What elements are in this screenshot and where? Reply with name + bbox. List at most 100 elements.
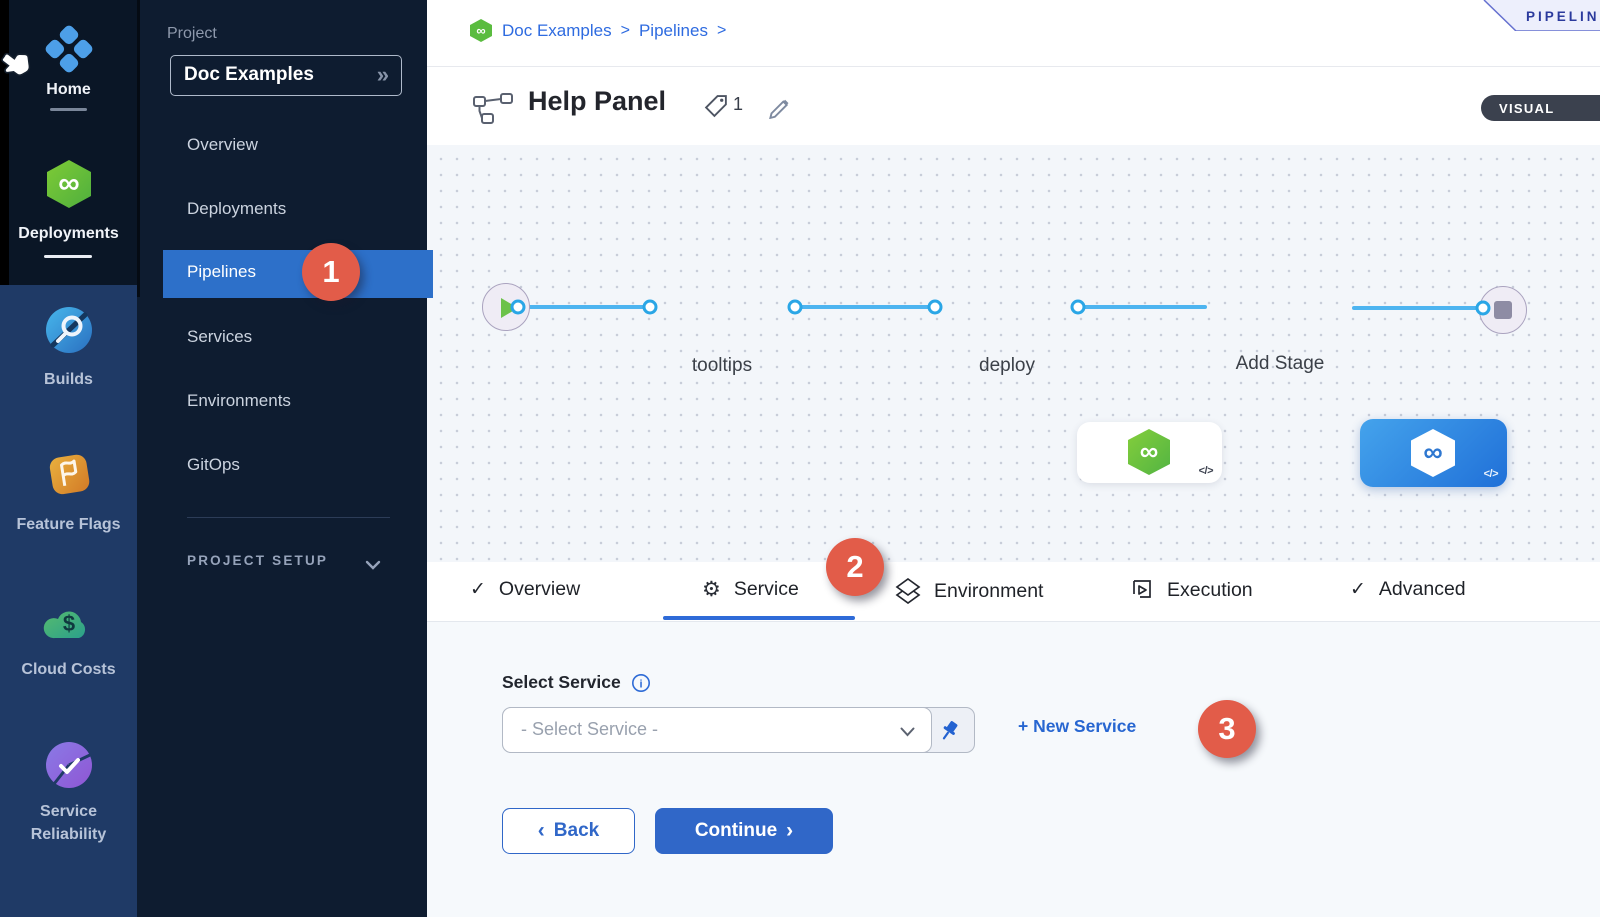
pipeline-studio-banner: PIPELIN [1460,0,1600,32]
tab-execution-label: Execution [1167,578,1253,601]
service-reliability-icon[interactable] [44,740,94,795]
breadcrumb: ∞ Doc Examples > Pipelines > [469,18,726,43]
code-badge: </> [1198,465,1214,477]
project-setup-toggle[interactable]: PROJECT SETUP [187,553,329,568]
active-module-section [0,0,137,285]
home-icon[interactable] [45,25,93,78]
window-edge [0,0,9,285]
sidebar-item-deployments-project[interactable]: Deployments [187,199,287,218]
sidebar-item-cloud-costs[interactable]: Cloud Costs [21,661,116,678]
sidebar-item-service-reliability[interactable]: Service Reliability [30,803,107,843]
edge-tooltips-deploy [795,305,935,309]
connector-dot[interactable] [1475,300,1491,316]
tab-overview[interactable]: ✓ Overview [470,578,580,601]
tab-overview-label: Overview [498,578,581,600]
sidebar-item-overview[interactable]: Overview [187,135,258,154]
breadcrumb-pipelines[interactable]: Pipelines [638,20,708,40]
pipeline-canvas[interactable]: ∞ </> tooltips ∞ </> deploy Add Stage [427,145,1600,562]
continue-button-label: Continue [694,820,778,841]
banner-label: PIPELIN [1526,9,1600,24]
back-button[interactable]: ‹ Back [502,808,635,854]
connector-dot[interactable] [642,299,658,315]
sidebar-item-pipelines-active[interactable]: Pipelines [163,250,433,298]
pin-icon[interactable] [934,716,964,746]
info-i-glyph: i [639,678,642,690]
builds-icon[interactable] [44,305,94,360]
edge-deploy-addstage [1078,305,1207,309]
gear-icon: ⚙ [702,577,721,601]
sidebar-section-divider [187,517,390,518]
chevron-left-icon: ‹ [537,819,545,842]
chevron-right-icon: › [786,819,794,842]
stage-node-deploy[interactable]: ∞ </> [1360,419,1507,487]
pipeline-flowchart-icon [472,93,514,130]
tab-service[interactable]: ⚙ Service [702,578,799,601]
sidebar-item-gitops[interactable]: GitOps [187,455,240,474]
tag-count: 1 [733,94,744,114]
sidebar-item-feature-flags[interactable]: Feature Flags [16,516,121,533]
connector-dot[interactable] [510,299,526,315]
stage-tab-bar: ✓ Overview ⚙ Service Environment [427,562,1600,622]
sidebar-item-pipelines-label: Pipelines [187,262,256,281]
edge-start-tooltips [518,305,650,309]
select-service-placeholder: - Select Service - [521,719,659,739]
deployments-underline [44,255,92,258]
tab-service-label: Service [733,578,799,600]
connector-dot[interactable] [927,299,943,315]
project-sidebar [137,0,427,917]
project-section-label: Project [167,25,217,42]
visual-toggle-label: VISUAL [1499,100,1555,116]
chevron-down-icon[interactable] [365,557,381,575]
sidebar-item-environments[interactable]: Environments [187,391,291,410]
select-service-label: Select Service [502,672,621,692]
back-button-label: Back [553,820,600,841]
infinity-glyph: ∞ [476,23,485,38]
deployments-icon[interactable]: ∞ [43,158,95,215]
expand-project-icon[interactable]: » [376,62,389,87]
stage-label-deploy: deploy [979,355,1035,376]
edge-addstage-end [1352,306,1483,310]
environment-layers-icon [895,578,921,604]
sidebar-item-deployments[interactable]: Deployments [18,225,119,242]
service-tab-panel: Select Service i - Select Service - [427,622,1600,917]
stage-label-tooltips: tooltips [691,355,753,376]
project-selector[interactable]: Doc Examples » [170,55,402,96]
tab-environment-label: Environment [934,579,1044,602]
selected-tab-underline [663,616,855,620]
breadcrumb-doc-examples[interactable]: Doc Examples [502,20,612,40]
continue-button[interactable]: Continue › [655,808,833,854]
cloud-costs-icon[interactable]: $ [41,600,96,647]
tag-icon[interactable] [704,94,729,124]
sidebar-item-home[interactable]: Home [46,81,91,98]
sidebar-item-builds[interactable]: Builds [44,371,93,388]
annotation-step-3: 3 [1198,700,1256,758]
new-service-button[interactable]: + New Service [1018,716,1137,736]
home-underline [50,108,87,111]
connector-dot[interactable] [787,299,803,315]
execution-play-icon [1130,578,1154,602]
visual-toggle[interactable]: VISUAL [1481,95,1600,121]
chevron-down-icon [900,724,915,742]
tab-advanced[interactable]: ✓ Advanced [1350,578,1466,601]
sidebar-item-services[interactable]: Services [187,327,253,346]
breadcrumb-separator: > [620,21,630,39]
connector-dot[interactable] [1070,299,1086,315]
annotation-step-2: 2 [826,538,884,596]
page-title: Help Panel [528,86,667,116]
tab-environment[interactable]: Environment [895,578,1043,604]
feature-flags-icon[interactable] [44,449,94,504]
check-icon: ✓ [1350,579,1366,600]
infinity-glyph: ∞ [1423,437,1442,467]
stage-node-tooltips[interactable]: ∞ </> [1077,422,1222,483]
breadcrumb-separator: > [716,21,727,39]
sidebar-divider [137,0,140,297]
edit-pencil-icon[interactable] [767,92,794,124]
breadcrumb-row: ∞ Doc Examples > Pipelines > [427,0,1600,67]
stop-icon [1494,301,1512,319]
info-icon[interactable]: i [631,673,651,693]
infinity-glyph: ∞ [1140,436,1159,466]
select-service-dropdown[interactable]: - Select Service - [502,707,932,753]
project-harness-icon: ∞ [469,18,493,43]
tab-execution[interactable]: Execution [1130,578,1253,602]
